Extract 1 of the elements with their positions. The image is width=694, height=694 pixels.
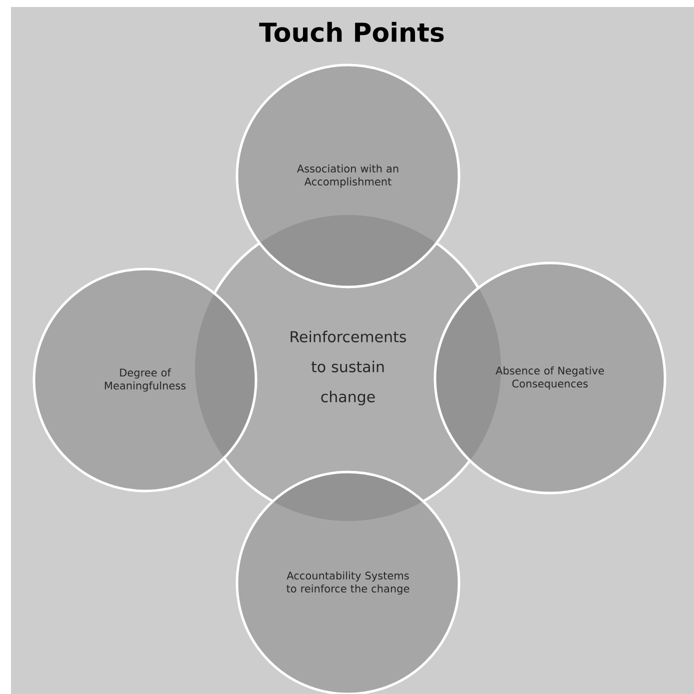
title: Touch Points [259, 22, 444, 42]
